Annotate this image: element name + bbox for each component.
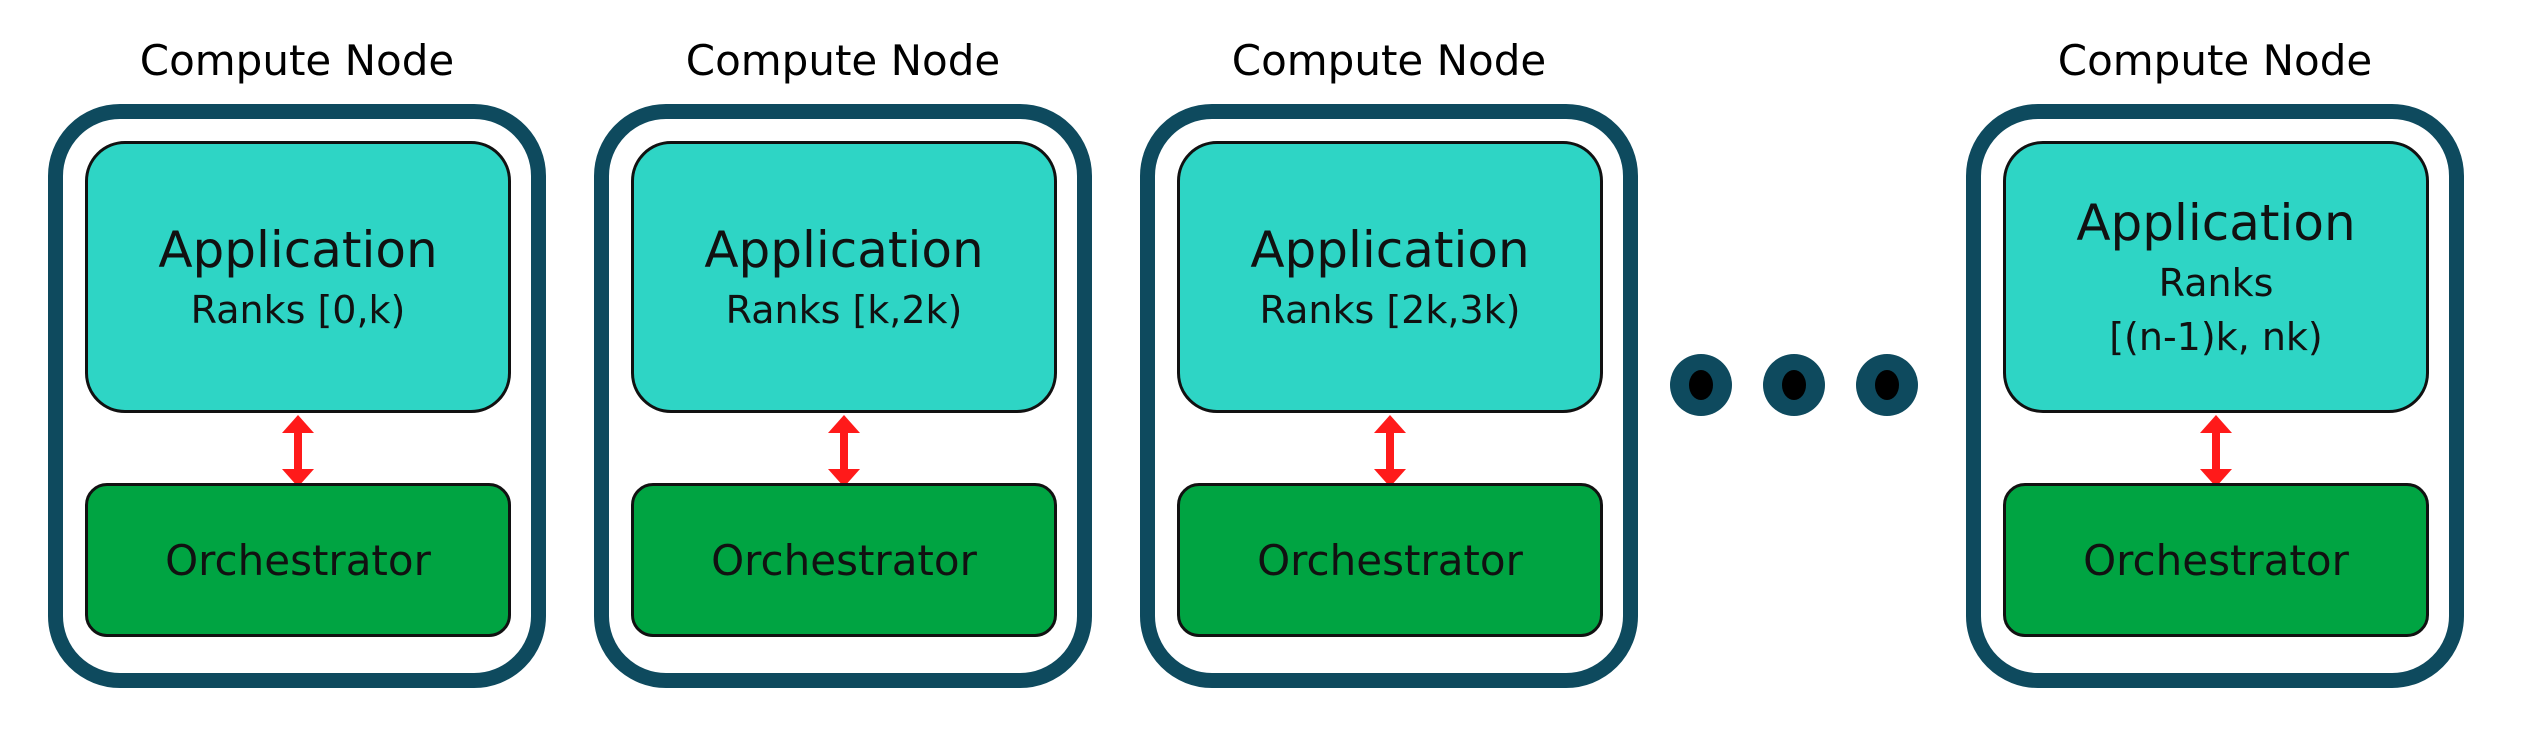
node-1-ranks-label: Ranks [0,k) [190,288,406,332]
node-1-application-box: Application Ranks [0,k) [85,141,511,413]
node-3-orchestrator-label: Orchestrator [1257,535,1523,585]
node-4-application-label: Application [2076,194,2356,252]
node-2-ranks-label: Ranks [k,2k) [725,288,963,332]
node-3-ranks-label: Ranks [2k,3k) [1259,288,1521,332]
node-1-connector-arrow [282,415,314,487]
node-4-connector-arrow [2200,415,2232,487]
node-2-orchestrator-box: Orchestrator [631,483,1057,637]
node-3-frame: Application Ranks [2k,3k) Orchestrator [1140,104,1638,688]
node-2-application-box: Application Ranks [k,2k) [631,141,1057,413]
node-4-frame: Application Ranks [(n-1)k, nk) Orchestra… [1966,104,2464,688]
node-4-ranks-label: Ranks [2158,261,2274,305]
node-1-orchestrator-label: Orchestrator [165,535,431,585]
node-1-application-label: Application [158,221,438,279]
node-2-frame: Application Ranks [k,2k) Orchestrator [594,104,1092,688]
node-2-application-label: Application [704,221,984,279]
node-2-title: Compute Node [685,36,1001,85]
node-2-orchestrator-label: Orchestrator [711,535,977,585]
node-4-orchestrator-box: Orchestrator [2003,483,2429,637]
node-3-orchestrator-box: Orchestrator [1177,483,1603,637]
node-4-orchestrator-label: Orchestrator [2083,535,2349,585]
node-3-title: Compute Node [1231,36,1547,85]
node-2-connector-arrow [828,415,860,487]
node-4-ranks-range: [(n-1)k, nk) [2109,315,2323,359]
ellipsis-dot [1763,354,1825,416]
node-4-title: Compute Node [2057,36,2373,85]
node-1-orchestrator-box: Orchestrator [85,483,511,637]
ellipsis-dot [1856,354,1918,416]
node-3-connector-arrow [1374,415,1406,487]
node-1-title: Compute Node [139,36,455,85]
node-3-application-label: Application [1250,221,1530,279]
node-3-application-box: Application Ranks [2k,3k) [1177,141,1603,413]
ellipsis-dot [1670,354,1732,416]
node-4-application-box: Application Ranks [(n-1)k, nk) [2003,141,2429,413]
node-1-frame: Application Ranks [0,k) Orchestrator [48,104,546,688]
